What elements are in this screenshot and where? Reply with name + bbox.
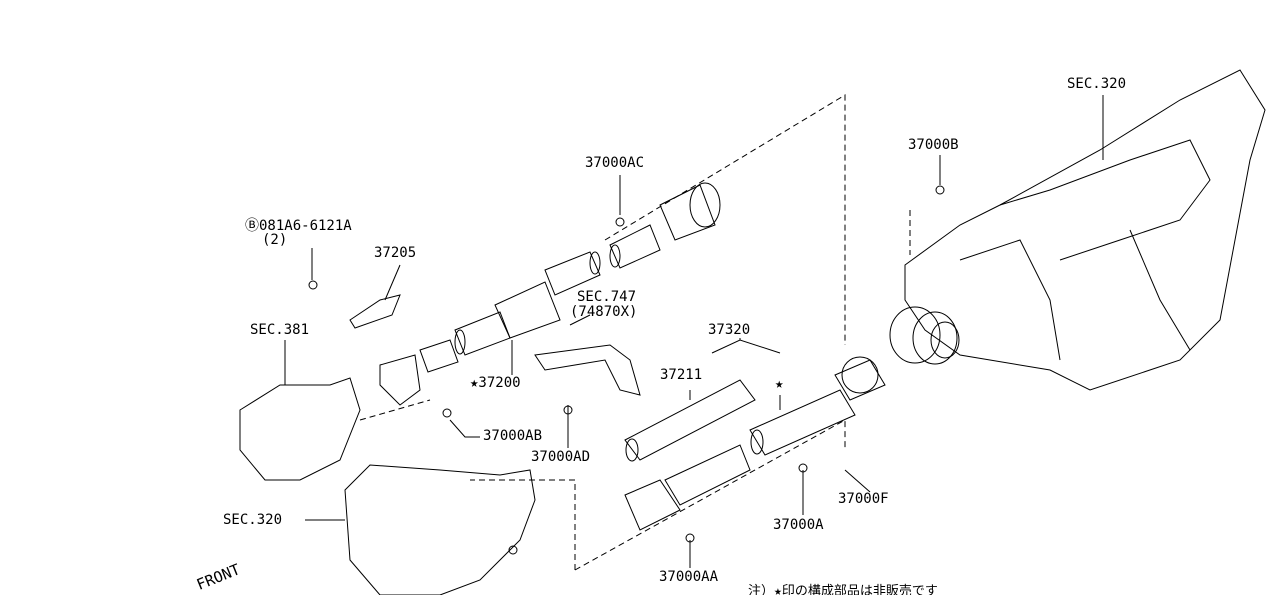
lower-shaft [624, 356, 886, 531]
label-sec320-top: SEC.320 [1067, 76, 1127, 92]
transmission-top-right [904, 69, 1266, 391]
heat-shield [349, 294, 401, 329]
label-sec320-bottom: SEC.320 [223, 512, 283, 528]
label-sec381: SEC.381 [250, 322, 310, 338]
transmission-bottom-left [344, 464, 536, 595]
label-37200: ★37200 [470, 375, 521, 391]
label-sec747: SEC.747 [577, 289, 637, 305]
label-star: ★ [775, 376, 784, 392]
label-bolt-qty: (2) [262, 232, 288, 248]
label-sec747-sub: (74870X) [570, 304, 638, 320]
label-37000F: 37000F [838, 491, 889, 507]
leader-lines [284, 95, 1104, 568]
label-37211: 37211 [660, 367, 703, 383]
differential-left [239, 377, 361, 481]
label-37205: 37205 [374, 245, 417, 261]
footnote: 注）★印の構成部品は非販売です [748, 584, 938, 595]
center-bracket [534, 344, 641, 396]
guide-lines [359, 94, 911, 571]
label-37000AA: 37000AA [659, 569, 719, 585]
label-bolt: Ⓑ081A6-6121A [245, 218, 352, 234]
label-37000B: 37000B [908, 137, 959, 153]
label-37320: 37320 [708, 322, 751, 338]
label-37000A: 37000A [773, 517, 824, 533]
label-37000AB: 37000AB [483, 428, 543, 444]
label-37000AD: 37000AD [531, 449, 591, 465]
label-37000AC: 37000AC [585, 155, 645, 171]
upper-shaft [379, 182, 721, 406]
